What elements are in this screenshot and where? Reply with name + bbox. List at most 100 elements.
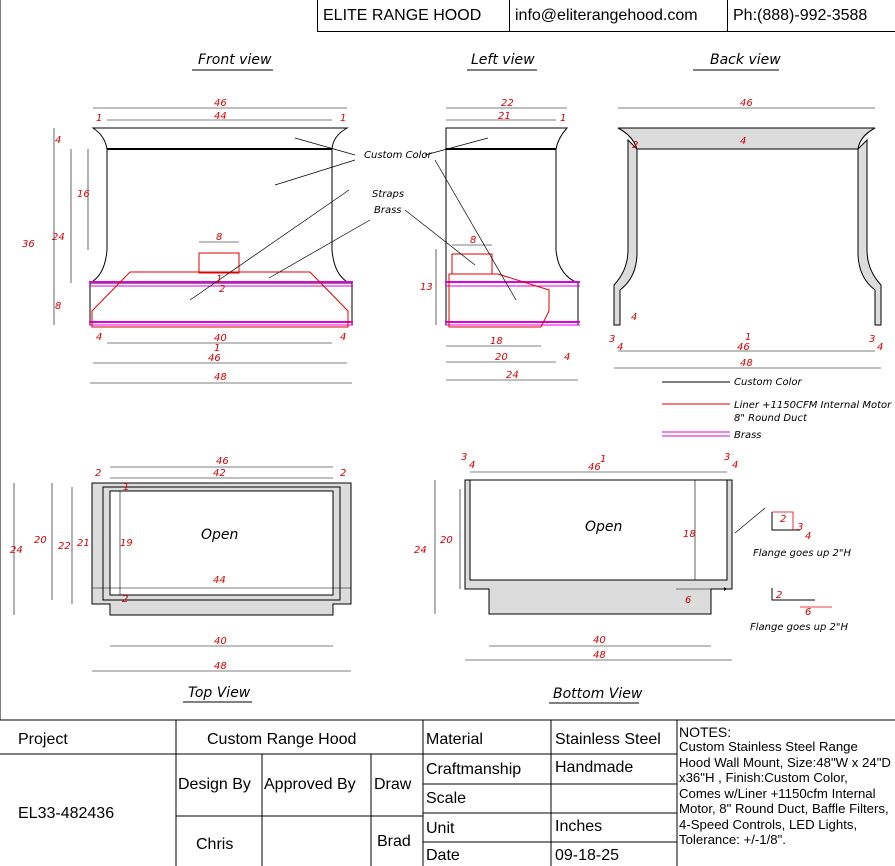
top-open: Open [201, 527, 238, 543]
craft-label: Craftmanship [426, 761, 522, 778]
dim-bottom-6: 6 [685, 595, 691, 606]
dim-back-34-num: 3 [609, 334, 615, 345]
dim-front-half-den: 2 [219, 284, 225, 295]
dim-front-40: 40 [214, 333, 227, 344]
dim-front-1-left: 1 [96, 113, 102, 124]
project-name: Custom Range Hood [207, 731, 357, 748]
draw-label: Draw [374, 776, 412, 793]
project-id: EL33-482436 [18, 805, 115, 822]
craft-value: Handmade [555, 759, 634, 776]
dim-left-24: 24 [506, 370, 519, 381]
dim-top-22: 22 [58, 541, 71, 552]
title-block-grid [0, 719, 895, 866]
dim-top-42: 42 [213, 468, 226, 479]
date-value: 09-18-25 [555, 847, 620, 864]
notes-box: NOTES: Custom Stainless Steel Range Hood… [679, 725, 893, 848]
top-view: Open 46 42 2 2 1 19 21 22 20 24 44 2 40 … [10, 456, 352, 703]
dim-top-44: 44 [213, 575, 226, 586]
legend-custom-color: Custom Color [734, 377, 802, 388]
label-custom-color: Custom Color [364, 150, 432, 161]
dim-front-44: 44 [214, 111, 227, 122]
back-view: Back view 46 4 2 4 3 4 3 4 1 46 48 [609, 52, 883, 369]
dim-top-24: 24 [10, 545, 23, 556]
dim-left-8: 8 [470, 235, 476, 246]
dim-front-46: 46 [214, 98, 227, 109]
dim-top-40: 40 [214, 636, 227, 647]
dim-bottom-34-num-r: 3 [724, 452, 730, 463]
dim-left-1: 1 [560, 113, 566, 124]
bottom-view-title: Bottom View [553, 686, 643, 702]
dim-back-462-num: 1 [745, 332, 751, 343]
dim-front-24: 24 [52, 232, 65, 243]
front-view: Front view 46 44 [22, 52, 371, 384]
dim-front-half-num: 1 [216, 274, 222, 285]
unit-value: Inches [555, 818, 603, 835]
front-view-title: Front view [198, 52, 272, 68]
dim-back-462: 46 [737, 342, 750, 353]
material-label: Material [426, 731, 483, 748]
header-phone: Ph:(888)-992-3588 [727, 0, 895, 32]
flange-dim-2b: 2 [776, 590, 782, 601]
design-by-label: Design By [178, 776, 251, 793]
dim-front-46-whole: 46 [208, 353, 221, 364]
dim-back-2: 2 [632, 140, 638, 151]
dim-left-13: 13 [420, 282, 433, 293]
dim-front-46-num: 1 [214, 343, 220, 354]
material-value: Stainless Steel [555, 731, 661, 748]
dim-bottom-462-num: 1 [600, 454, 606, 465]
dim-front-4-br: 4 [340, 332, 346, 343]
dim-top-20: 20 [34, 535, 47, 546]
dim-top-2-bottom: 2 [122, 594, 128, 605]
flange-label-1: Flange goes up 2"H [753, 548, 852, 559]
flange-label-2: Flange goes up 2"H [750, 622, 849, 633]
dim-bottom-18: 18 [683, 529, 696, 540]
bottom-open: Open [585, 519, 622, 535]
dim-top-2-right: 2 [340, 468, 346, 479]
left-view: Left view 22 21 1 13 8 18 [404, 52, 580, 381]
dim-left-20: 20 [495, 352, 508, 363]
dim-front-1-right: 1 [340, 113, 346, 124]
drawer: Brad [377, 833, 411, 850]
dim-bottom-40: 40 [593, 635, 606, 646]
back-view-title: Back view [710, 52, 781, 68]
dim-back-34-den: 4 [617, 342, 623, 353]
dim-back-4-mid: 4 [631, 312, 637, 323]
dim-left-22: 22 [501, 98, 514, 109]
dim-front-4-bl: 4 [96, 332, 102, 343]
dim-front-8-duct: 8 [216, 232, 222, 243]
flange-dim-34-den: 4 [805, 531, 811, 542]
dim-top-21: 21 [77, 538, 90, 549]
flange-dim-6: 6 [805, 607, 811, 618]
dim-front-4: 4 [55, 135, 61, 146]
dim-bottom-34-den-r: 4 [732, 460, 738, 471]
dim-front-48: 48 [214, 372, 227, 383]
unit-label: Unit [426, 820, 455, 837]
dim-bottom-20: 20 [440, 535, 453, 546]
legend-brass: Brass [734, 430, 762, 441]
legend-liner: Liner +1150CFM Internal Motor [734, 400, 892, 411]
flange-dim-2: 2 [780, 514, 786, 525]
dim-back-46: 46 [740, 98, 753, 109]
dim-top-19: 19 [120, 538, 133, 549]
flange-dim-34-num: 3 [797, 522, 803, 533]
dim-bottom-34-den: 4 [469, 460, 475, 471]
dim-bottom-24: 24 [414, 545, 427, 556]
bottom-view: Open 1 46 3 4 3 4 20 24 18 6 40 48 Botto… [414, 452, 738, 704]
legend-duct: 8" Round Duct [734, 413, 808, 424]
dim-top-1: 1 [123, 482, 129, 493]
label-brass: Brass [374, 205, 402, 216]
dim-front-36: 36 [22, 239, 35, 250]
dim-back-4-top: 4 [740, 136, 746, 147]
left-view-title: Left view [471, 52, 535, 68]
notes-title: NOTES: [679, 724, 732, 740]
dim-back-34-den-r: 4 [877, 342, 883, 353]
project-label: Project [18, 731, 68, 748]
dim-back-34-num-r: 3 [869, 334, 875, 345]
dim-top-48: 48 [214, 661, 227, 672]
designer: Chris [196, 836, 234, 853]
top-view-title: Top View [188, 685, 251, 701]
label-straps: Straps [372, 189, 404, 200]
dim-bottom-48: 48 [593, 650, 606, 661]
